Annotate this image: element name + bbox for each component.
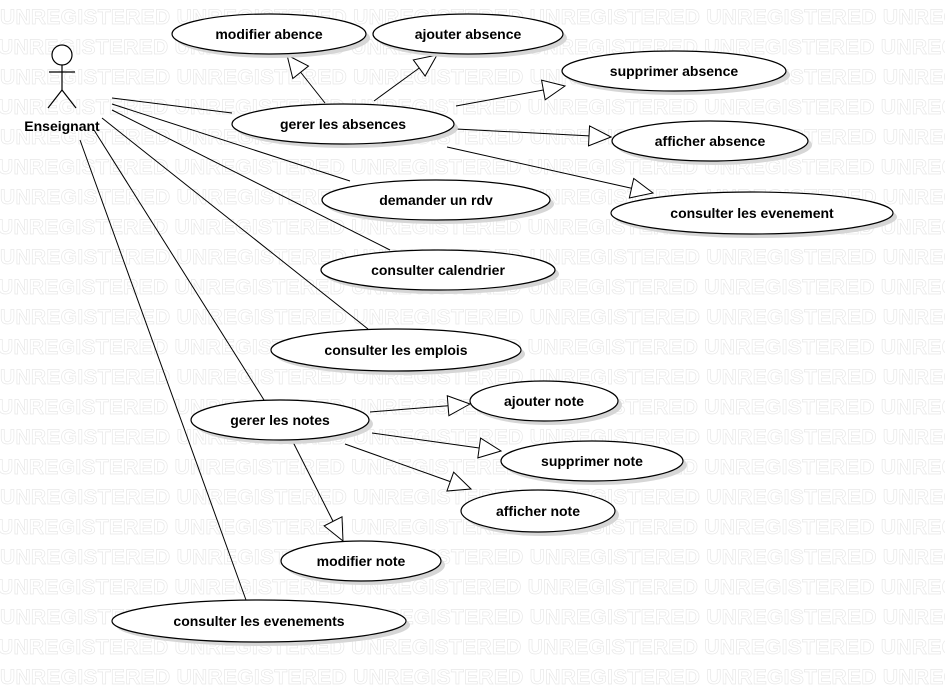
association-consulter-calendrier <box>111 109 391 251</box>
use-case-label: afficher absence <box>655 133 766 149</box>
actor-head <box>51 44 73 66</box>
use-case-label: demander un rdv <box>379 192 493 208</box>
generalization-arrowhead <box>446 395 472 417</box>
generalization-line <box>292 441 334 522</box>
generalization-arrowhead <box>477 437 503 459</box>
use-case-ellipse <box>611 120 809 162</box>
generalization-arrowhead <box>323 516 344 543</box>
generalization-modifier-abence <box>286 54 326 104</box>
use-case-label: supprimer absence <box>610 63 739 79</box>
association-demander-rdv <box>111 103 351 182</box>
use-case-ellipse <box>171 13 367 55</box>
generalization-line <box>373 67 420 102</box>
use-case-gerer-notes[interactable]: gerer les notes <box>190 399 373 444</box>
use-case-modifier-note[interactable]: modifier note <box>280 540 445 585</box>
generalization-arrowhead <box>286 54 310 80</box>
use-case-ellipse <box>111 599 407 643</box>
use-case-modifier-abence[interactable]: modifier abence <box>171 13 370 58</box>
use-case-consulter-calendrier[interactable]: consulter calendrier <box>320 249 559 294</box>
connectors <box>79 54 655 601</box>
use-case-label: consulter calendrier <box>371 262 505 278</box>
use-case-ellipse <box>320 249 556 291</box>
generalization-arrowhead <box>446 471 473 492</box>
use-case-ellipse <box>460 489 616 533</box>
use-case-ellipse <box>561 50 787 92</box>
use-case-label: consulter les evenement <box>670 205 834 221</box>
generalization-ajouter-note <box>369 395 472 417</box>
association-gerer-notes <box>93 129 265 401</box>
generalization-line <box>369 405 449 413</box>
generalization-arrowhead <box>587 125 613 147</box>
generalization-modifier-note <box>292 441 344 543</box>
use-case-consulter-evenements[interactable]: consulter les evenements <box>111 599 410 646</box>
actor-enseignant[interactable]: Enseignant <box>24 44 100 134</box>
generalization-afficher-absence <box>455 125 613 147</box>
generalization-consulter-evenement <box>446 146 655 199</box>
use-case-ellipse <box>610 191 894 235</box>
use-case-ellipse <box>280 540 442 582</box>
use-case-label: modifier abence <box>215 26 323 42</box>
use-case-ellipse <box>270 328 522 372</box>
generalization-line <box>300 71 326 104</box>
use-case-gerer-absences[interactable]: gerer les absences <box>231 103 458 148</box>
use-case-label: supprimer note <box>541 453 643 469</box>
use-case-afficher-absence[interactable]: afficher absence <box>611 120 812 165</box>
use-case-label: gerer les notes <box>230 412 330 428</box>
use-case-ellipse <box>190 399 370 441</box>
use-case-label: ajouter note <box>504 393 584 409</box>
use-case-label: consulter les evenements <box>173 613 344 629</box>
generalization-line <box>455 89 544 107</box>
use-cases: modifier abence ajouter absence supprimer … <box>111 13 897 646</box>
generalization-afficher-note <box>344 443 473 492</box>
actor-label: Enseignant <box>24 118 100 134</box>
use-case-supprimer-absence[interactable]: supprimer absence <box>561 50 790 95</box>
use-case-label: consulter les emplois <box>324 342 467 358</box>
association-consulter-emplois <box>101 117 369 330</box>
use-case-ellipse <box>469 380 619 422</box>
use-case-ellipse <box>500 440 684 482</box>
use-case-ajouter-note[interactable]: ajouter note <box>469 380 622 425</box>
generalization-supprimer-note <box>371 432 503 459</box>
use-case-ellipse <box>321 179 551 221</box>
generalization-ajouter-absence <box>373 54 438 102</box>
use-case-ajouter-absence[interactable]: ajouter absence <box>372 13 567 58</box>
generalization-supprimer-absence <box>455 79 567 107</box>
generalization-line <box>446 146 632 189</box>
use-case-afficher-note[interactable]: afficher note <box>460 489 619 536</box>
use-case-consulter-emplois[interactable]: consulter les emplois <box>270 328 525 375</box>
use-case-consulter-evenement[interactable]: consulter les evenement <box>610 191 897 238</box>
generalization-line <box>344 443 451 483</box>
use-case-supprimer-note[interactable]: supprimer note <box>500 440 687 485</box>
use-case-demander-rdv[interactable]: demander un rdv <box>321 179 554 224</box>
association-consulter-evenements <box>79 139 247 601</box>
use-case-ellipse <box>372 13 564 55</box>
use-case-label: modifier note <box>317 553 406 569</box>
use-case-label: ajouter absence <box>415 26 522 42</box>
generalization-line <box>371 432 480 449</box>
use-case-label: gerer les absences <box>280 116 406 132</box>
actor-left-leg <box>47 89 63 109</box>
use-case-label: afficher note <box>496 503 580 519</box>
generalization-arrowhead <box>540 79 567 101</box>
actor-right-leg <box>61 89 77 109</box>
association-gerer-absences <box>111 97 233 114</box>
generalization-line <box>455 128 590 137</box>
generalization-arrowhead <box>412 54 438 77</box>
use-case-ellipse <box>231 103 455 145</box>
generalization-arrowhead <box>628 177 655 199</box>
